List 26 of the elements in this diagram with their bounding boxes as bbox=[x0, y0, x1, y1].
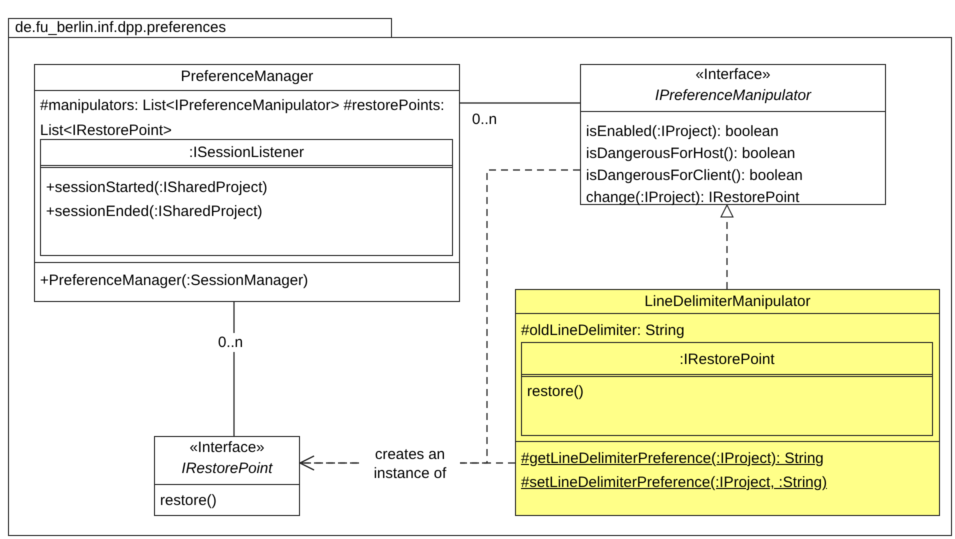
realization-arrow bbox=[720, 204, 734, 289]
interface-name: IPreferenceManipulator bbox=[655, 86, 811, 106]
method-list: +sessionStarted(:ISharedProject) +sessionEnded(:ISharedProject) bbox=[46, 176, 447, 224]
class-box bbox=[580, 64, 886, 205]
stereotype-label: «Interface» bbox=[695, 65, 771, 85]
attribute-list: #manipulators: List<IPreferenceManipulator> #restorePoints: List<IRestorePoint> bbox=[40, 93, 454, 143]
package-name: de.fu_berlin.inf.dpp.preferences bbox=[15, 18, 226, 38]
interface-name: IRestorePoint bbox=[182, 459, 272, 479]
class-name: PreferenceManager bbox=[180, 67, 314, 87]
class-box bbox=[40, 139, 453, 256]
association-line bbox=[460, 102, 580, 104]
method-list: restore() bbox=[160, 490, 294, 512]
class-box bbox=[521, 342, 933, 436]
attribute-list: #oldLineDelimiter: String bbox=[521, 320, 934, 342]
class-box bbox=[34, 64, 460, 302]
method-list: #getLineDelimiterPreference(:IProject): String #setLineDelimiterPreference(:IProject, :String) bbox=[521, 447, 934, 495]
edge-label: 0..n bbox=[471, 110, 498, 129]
class-box bbox=[154, 436, 300, 516]
class-name: :ISessionListener bbox=[188, 143, 304, 163]
class-box bbox=[515, 289, 940, 516]
method-list: restore() bbox=[527, 381, 927, 403]
class-name: LineDelimiterManipulator bbox=[644, 292, 810, 312]
method-list: +PreferenceManager(:SessionManager) bbox=[40, 270, 454, 292]
method-list: isEnabled(:IProject): boolean isDangerousForHost(): boolean isDangerousForClient(): boolean change(:IProject): IRestorePoint bbox=[586, 121, 880, 209]
class-name: :IRestorePoint bbox=[679, 350, 775, 370]
stereotype-label: «Interface» bbox=[189, 438, 265, 458]
